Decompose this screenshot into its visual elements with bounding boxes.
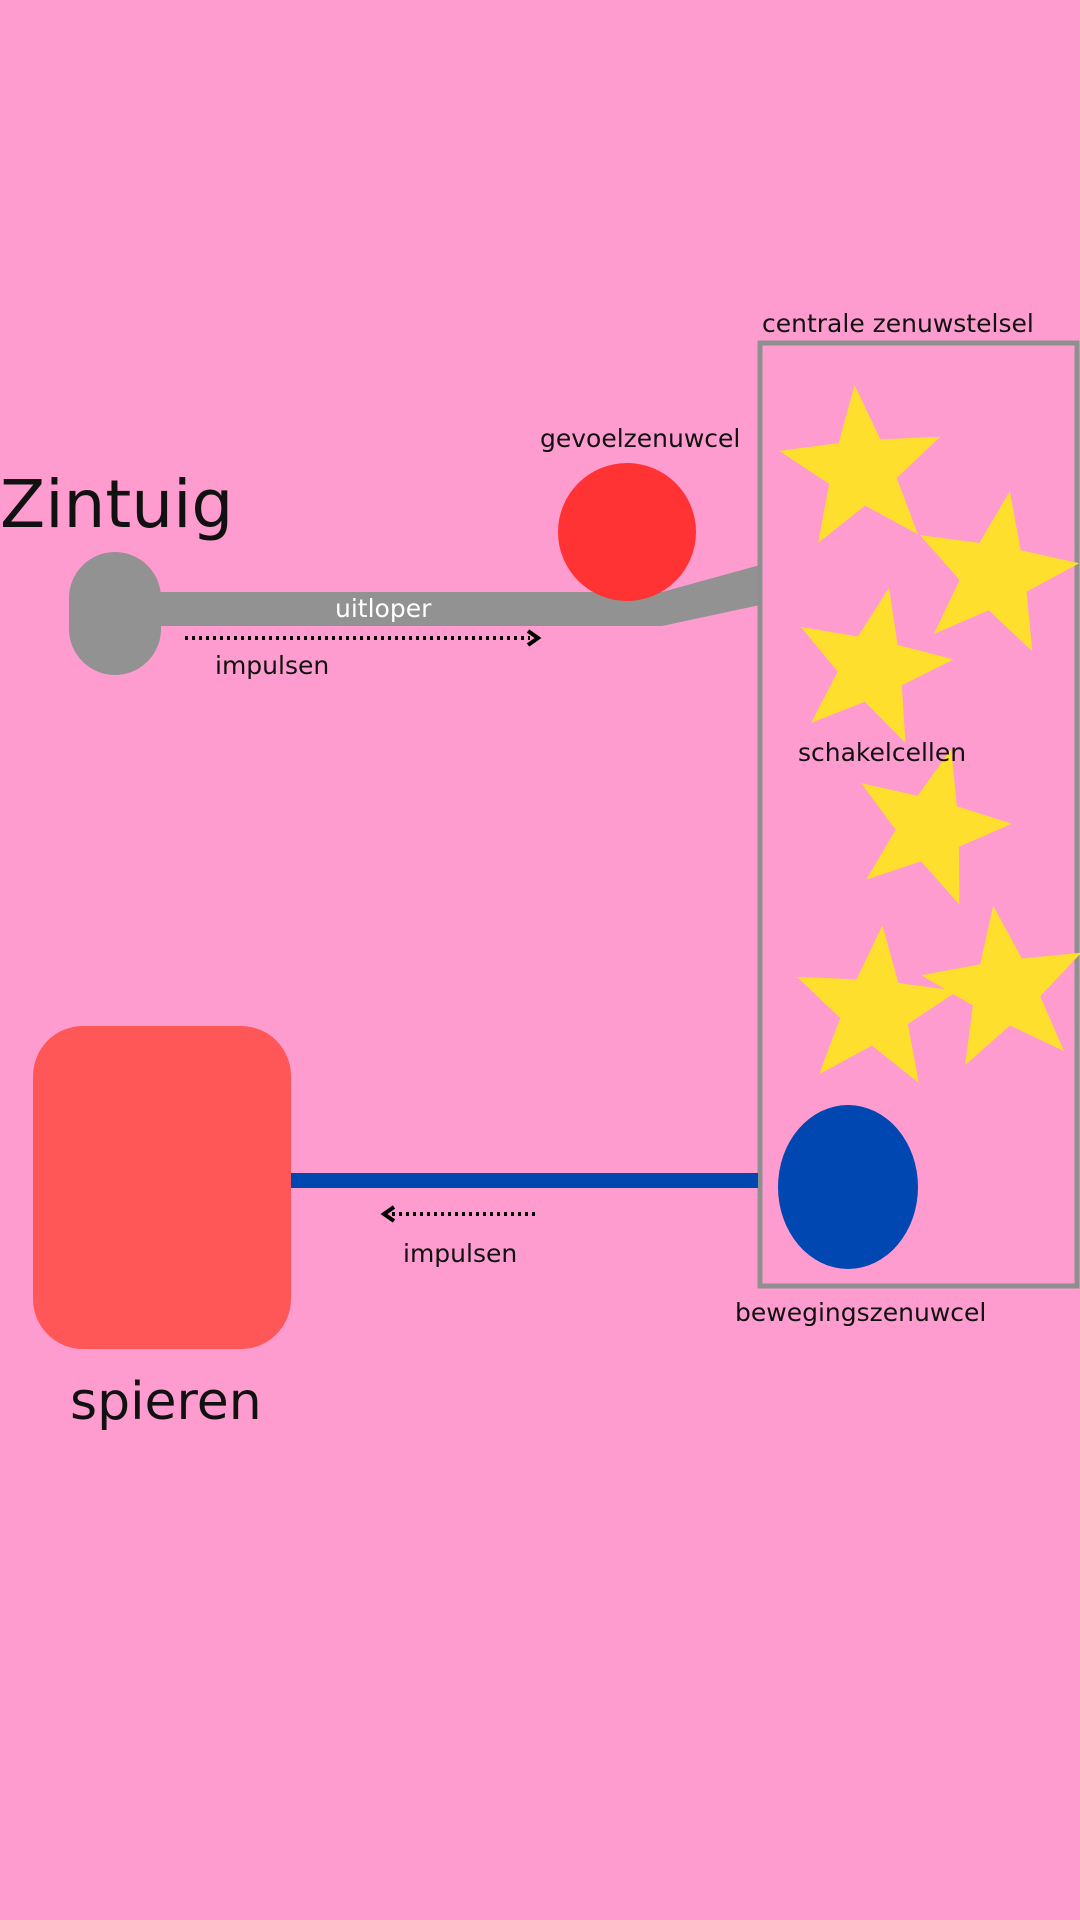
cns-box (757, 340, 1080, 1289)
sensory-neuron-label: gevoelzenuwcel (540, 424, 740, 453)
interneuron-star-icon (919, 491, 1080, 652)
interneuron-star-icon (779, 385, 941, 543)
impulse-arrow-left (380, 1205, 535, 1223)
interneuron-star-icon (801, 587, 954, 743)
interneuron-star-icon (796, 925, 958, 1083)
axon-label: uitloper (335, 594, 432, 623)
muscle-block (33, 1026, 291, 1349)
interneurons-label: schakelcellen (798, 738, 966, 767)
interneuron-stars (779, 385, 1080, 1083)
sense-organ-label: Zintuig (0, 466, 233, 543)
motor-neuron-body (778, 1105, 918, 1269)
motor-neuron-label: bewegingszenuwcel (735, 1298, 986, 1327)
motor-axon (288, 1173, 758, 1188)
sensory-axon (160, 565, 760, 626)
cns-label: centrale zenuwstelsel (762, 309, 1034, 338)
impulse-arrow-right (185, 629, 542, 647)
interneuron-star-icon (921, 905, 1080, 1066)
muscles-label: spieren (70, 1372, 262, 1432)
interneuron-star-icon (861, 748, 1012, 905)
sense-organ (69, 552, 161, 675)
impulses-label-bottom: impulsen (403, 1239, 517, 1268)
impulses-label-top: impulsen (215, 651, 329, 680)
sensory-neuron-body (558, 463, 696, 601)
